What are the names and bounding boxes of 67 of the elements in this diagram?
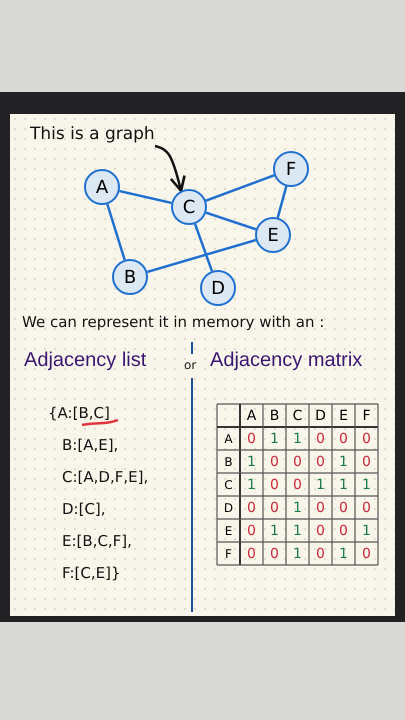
matrix-value: 0	[361, 452, 372, 472]
graph-edge	[106, 204, 126, 260]
matrix-value: 1	[269, 430, 280, 448]
row-header: F	[224, 546, 233, 562]
list-entry: E:[B,C,F],	[62, 532, 132, 550]
matrix-value: 0	[338, 430, 349, 448]
matrix-value: 0	[315, 452, 326, 472]
graph-edge	[276, 186, 288, 218]
column-header: A	[246, 406, 258, 426]
matrix-value: 0	[246, 430, 257, 448]
matrix-value: 0	[361, 544, 372, 564]
section-heading: Adjacency matrix	[210, 349, 362, 372]
matrix-value: 1	[246, 452, 257, 472]
note-text: This is a graph	[30, 124, 155, 144]
matrix-value: 0	[361, 498, 372, 518]
matrix-value: 1	[338, 544, 349, 564]
matrix-value: 0	[269, 544, 280, 564]
list-entry: C:[A,D,F,E],	[62, 468, 148, 486]
column-header: B	[268, 406, 280, 426]
graph-edge	[119, 190, 172, 204]
list-entry: B:[A,E],	[62, 436, 118, 454]
note-text: or	[184, 358, 196, 372]
column-header: D	[314, 406, 327, 426]
matrix-value: 1	[361, 476, 372, 494]
matrix-value: 0	[269, 476, 280, 494]
matrix-value: 0	[246, 522, 257, 540]
column-header: E	[338, 406, 349, 426]
column-header: F	[361, 406, 372, 426]
matrix-value: 1	[269, 522, 280, 540]
matrix-value: 1	[292, 522, 303, 540]
matrix-value: 0	[315, 544, 326, 564]
arrow	[154, 144, 186, 192]
row-header: A	[223, 430, 234, 448]
matrix-value: 0	[292, 476, 303, 494]
note-text: We can represent it in memory with an :	[22, 313, 324, 331]
matrix-value: 1	[315, 476, 326, 494]
row-header: E	[224, 522, 234, 540]
graph-edge	[146, 238, 256, 274]
graph-edge	[206, 212, 256, 230]
row-header: C	[223, 476, 234, 494]
matrix-value: 0	[315, 430, 326, 448]
matrix-value: 0	[338, 522, 349, 540]
matrix-value: 1	[246, 476, 257, 494]
matrix-value: 1	[361, 522, 372, 540]
matrix-value: 1	[338, 476, 349, 494]
graph-edge	[194, 224, 214, 272]
matrix-value: 0	[361, 430, 372, 448]
matrix-value: 1	[292, 544, 303, 564]
matrix-value: 0	[269, 498, 280, 518]
list-entry: D:[C],	[62, 500, 106, 518]
matrix-value: 0	[246, 498, 257, 518]
graph-edge	[205, 174, 275, 202]
matrix-value: 1	[338, 452, 349, 472]
list-entry: F:[C,E]}	[62, 564, 120, 582]
matrix-value: 0	[269, 452, 280, 472]
matrix-value: 0	[338, 498, 349, 518]
list-entry: {A:[B,C]	[48, 404, 110, 422]
matrix-value: 0	[315, 498, 326, 518]
matrix-value: 1	[292, 498, 303, 518]
row-header: B	[223, 454, 234, 470]
matrix-value: 0	[292, 452, 303, 472]
row-header: D	[222, 500, 234, 516]
matrix-value: 0	[315, 522, 326, 540]
matrix-value: 0	[246, 544, 257, 564]
matrix-value: 1	[292, 430, 303, 448]
section-heading: Adjacency list	[24, 349, 146, 372]
column-header: C	[292, 406, 304, 426]
